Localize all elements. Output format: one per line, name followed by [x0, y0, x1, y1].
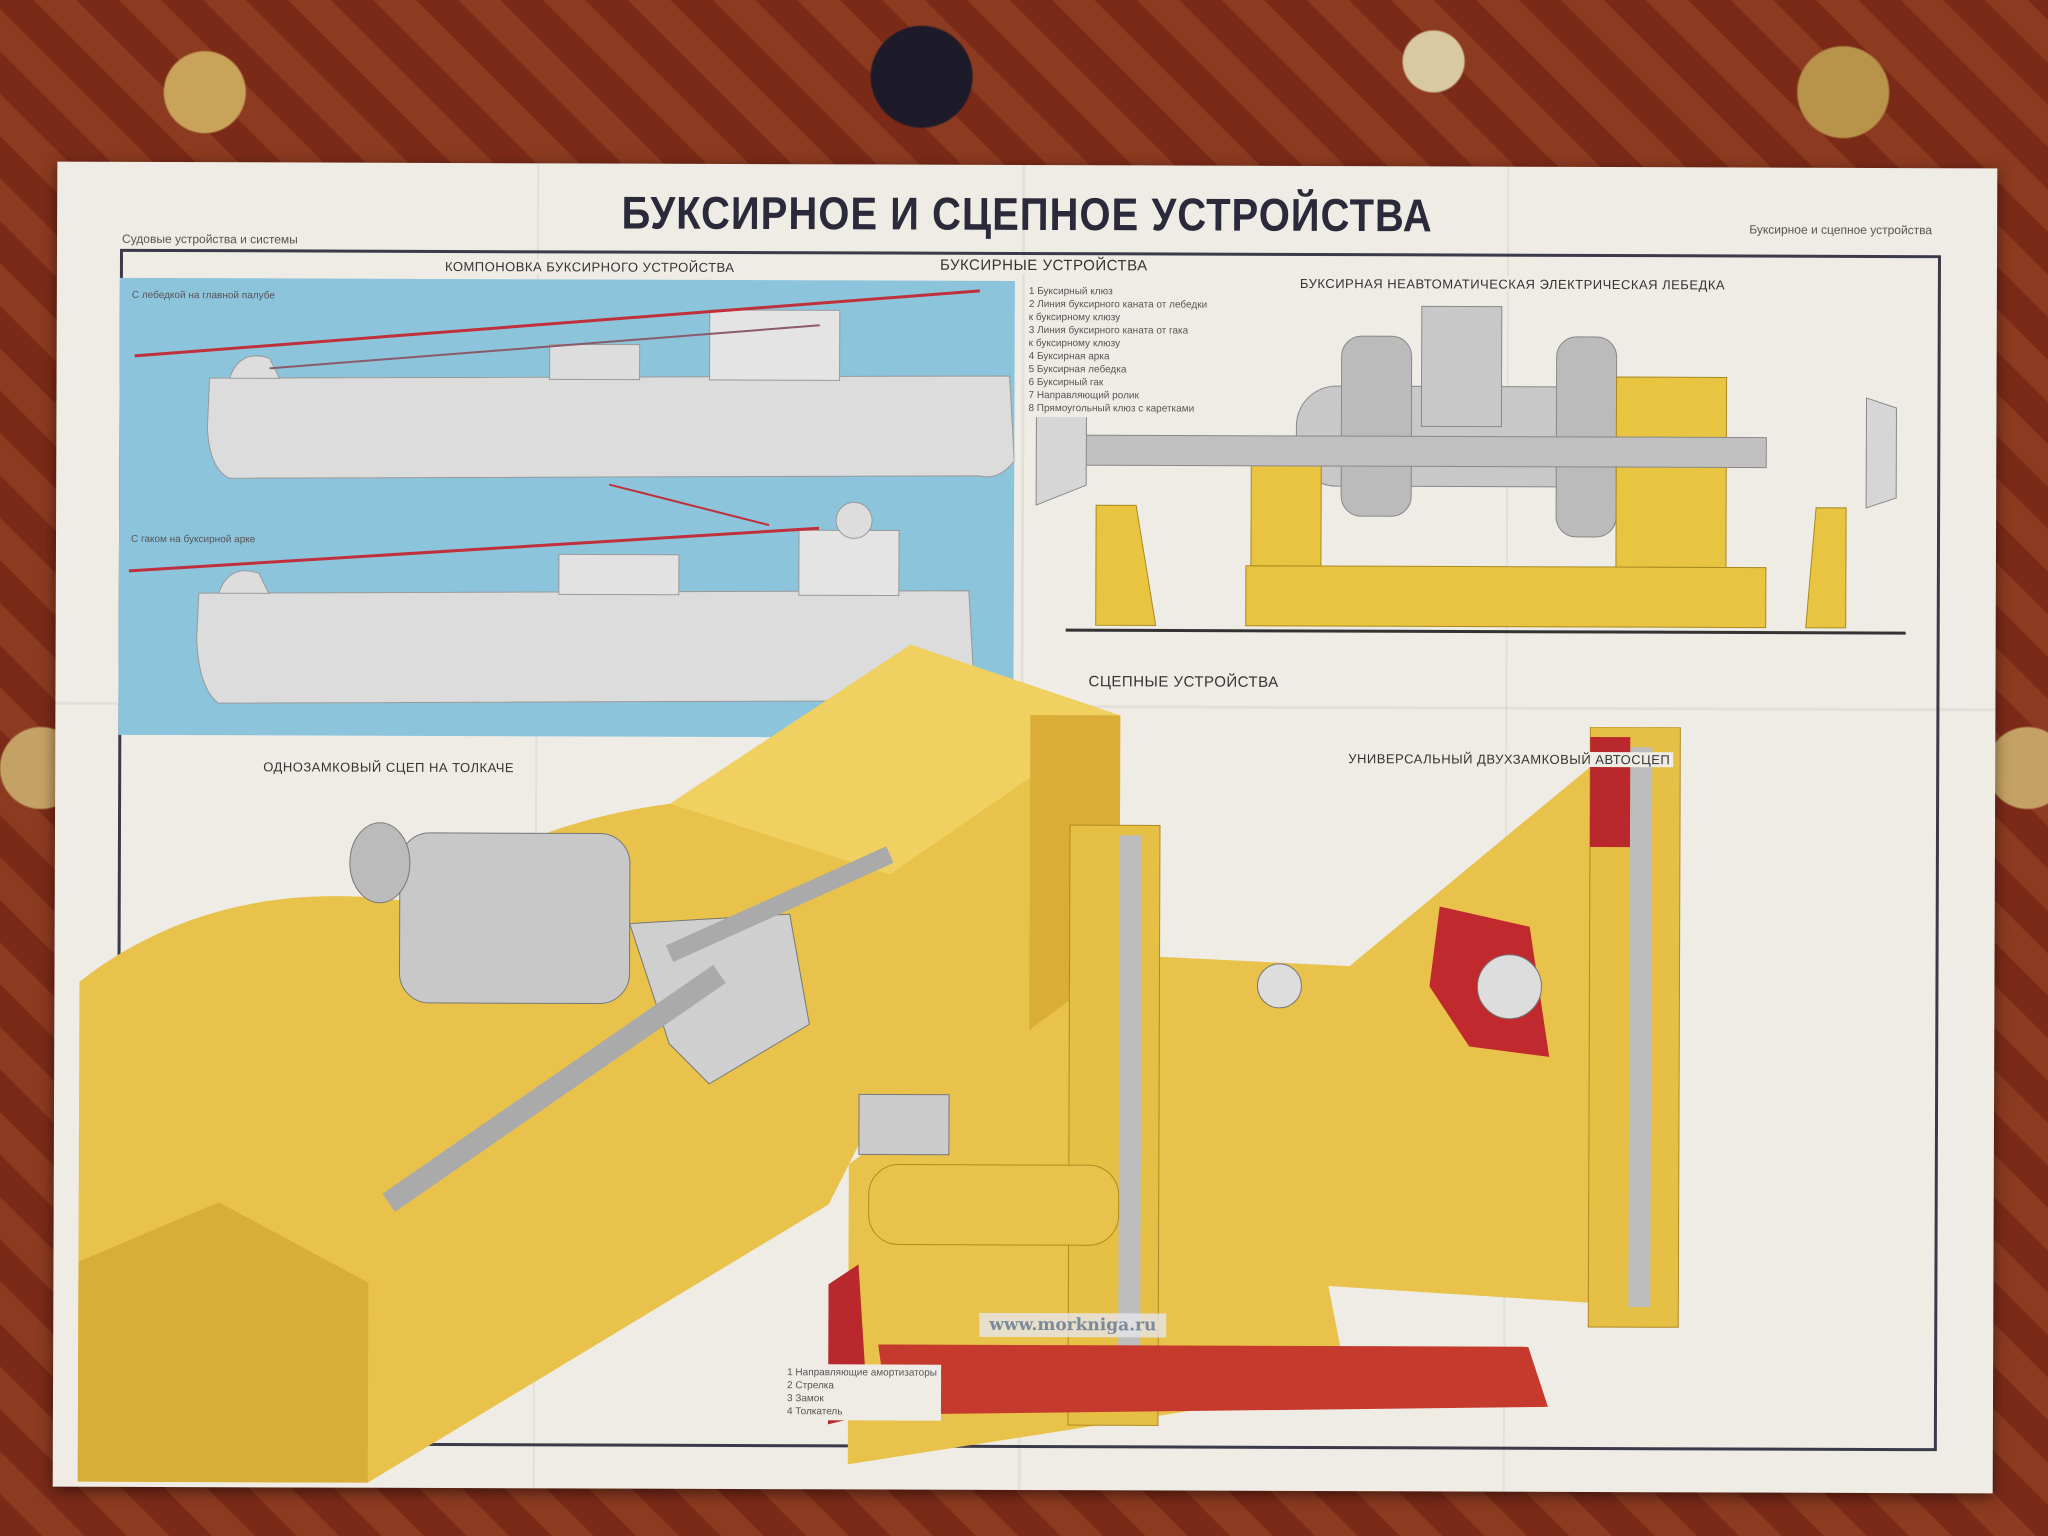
legend-item: 2 Линия буксирного каната от лебедки — [1028, 299, 1208, 311]
legend-item: 5 Буксирная лебедка — [1028, 364, 1127, 376]
ship1-caption: С лебедкой на главной палубе — [131, 289, 275, 302]
ships-illustration — [128, 289, 1015, 704]
towing-layout-heading: КОМПОНОВКА БУКСИРНОГО УСТРОЙСТВА — [441, 258, 738, 275]
legend-item: 7 Направляющий ролик — [1028, 390, 1139, 402]
single-lock-illustration — [77, 644, 1121, 1483]
poster-title: БУКСИРНОЕ И СЦЕПНОЕ УСТРОЙСТВА — [621, 188, 1433, 242]
legend-item: 4 Толкатель — [786, 1406, 843, 1418]
single-lock-legend: 1 Направляющие амортизаторы 2 Стрелка 3 … — [782, 1364, 941, 1421]
poster: БУКСИРНОЕ И СЦЕПНОЕ УСТРОЙСТВА Судовые у… — [52, 161, 1998, 1494]
legend-item: 3 Линия буксирного каната от гака — [1028, 325, 1189, 337]
legend-item: 2 Стрелка — [787, 1380, 835, 1392]
legend-item: 8 Прямоугольный клюз с каретками — [1028, 403, 1195, 415]
watermark: www.morkniga.ru — [979, 1312, 1167, 1338]
section-towing-heading: БУКСИРНЫЕ УСТРОЙСТВА — [936, 256, 1151, 275]
ship-lower — [128, 483, 975, 704]
section-coupling-heading: СЦЕПНЫЕ УСТРОЙСТВА — [1085, 673, 1282, 691]
legend-item: 4 Буксирная арка — [1028, 351, 1110, 363]
corner-label-left: Судовые устройства и системы — [122, 231, 298, 247]
single-lock-heading: ОДНОЗАМКОВЫЙ СЦЕП НА ТОЛКАЧЕ — [260, 759, 518, 776]
winch-heading: БУКСИРНАЯ НЕАВТОМАТИЧЕСКАЯ ЭЛЕКТРИЧЕСКАЯ… — [1296, 275, 1729, 293]
legend-item: 3 Замок — [786, 1393, 824, 1405]
legend-item: к буксирному клюзу — [1028, 312, 1121, 324]
winch-illustration — [1035, 305, 1906, 635]
lock-mechanism — [349, 822, 894, 1212]
universal-coupling-illustration — [827, 726, 1681, 1465]
ship2-caption: С гаком на буксирной арке — [130, 533, 256, 546]
legend-item: 6 Буксирный гак — [1028, 377, 1104, 389]
corner-label-right: Буксирное и сцепное устройства — [1749, 222, 1933, 238]
ship-upper — [134, 289, 1015, 479]
legend-item: 1 Направляющие амортизаторы — [787, 1367, 937, 1379]
universal-heading: УНИВЕРСАЛЬНЫЙ ДВУХЗАМКОВЫЙ АВТОСЦЕП — [1345, 751, 1674, 768]
towing-legend: 1 Буксирный клюз 2 Линия буксирного кана… — [1024, 282, 1212, 418]
legend-item: 1 Буксирный клюз — [1028, 286, 1113, 298]
legend-item: к буксирному клюзу — [1028, 338, 1121, 350]
